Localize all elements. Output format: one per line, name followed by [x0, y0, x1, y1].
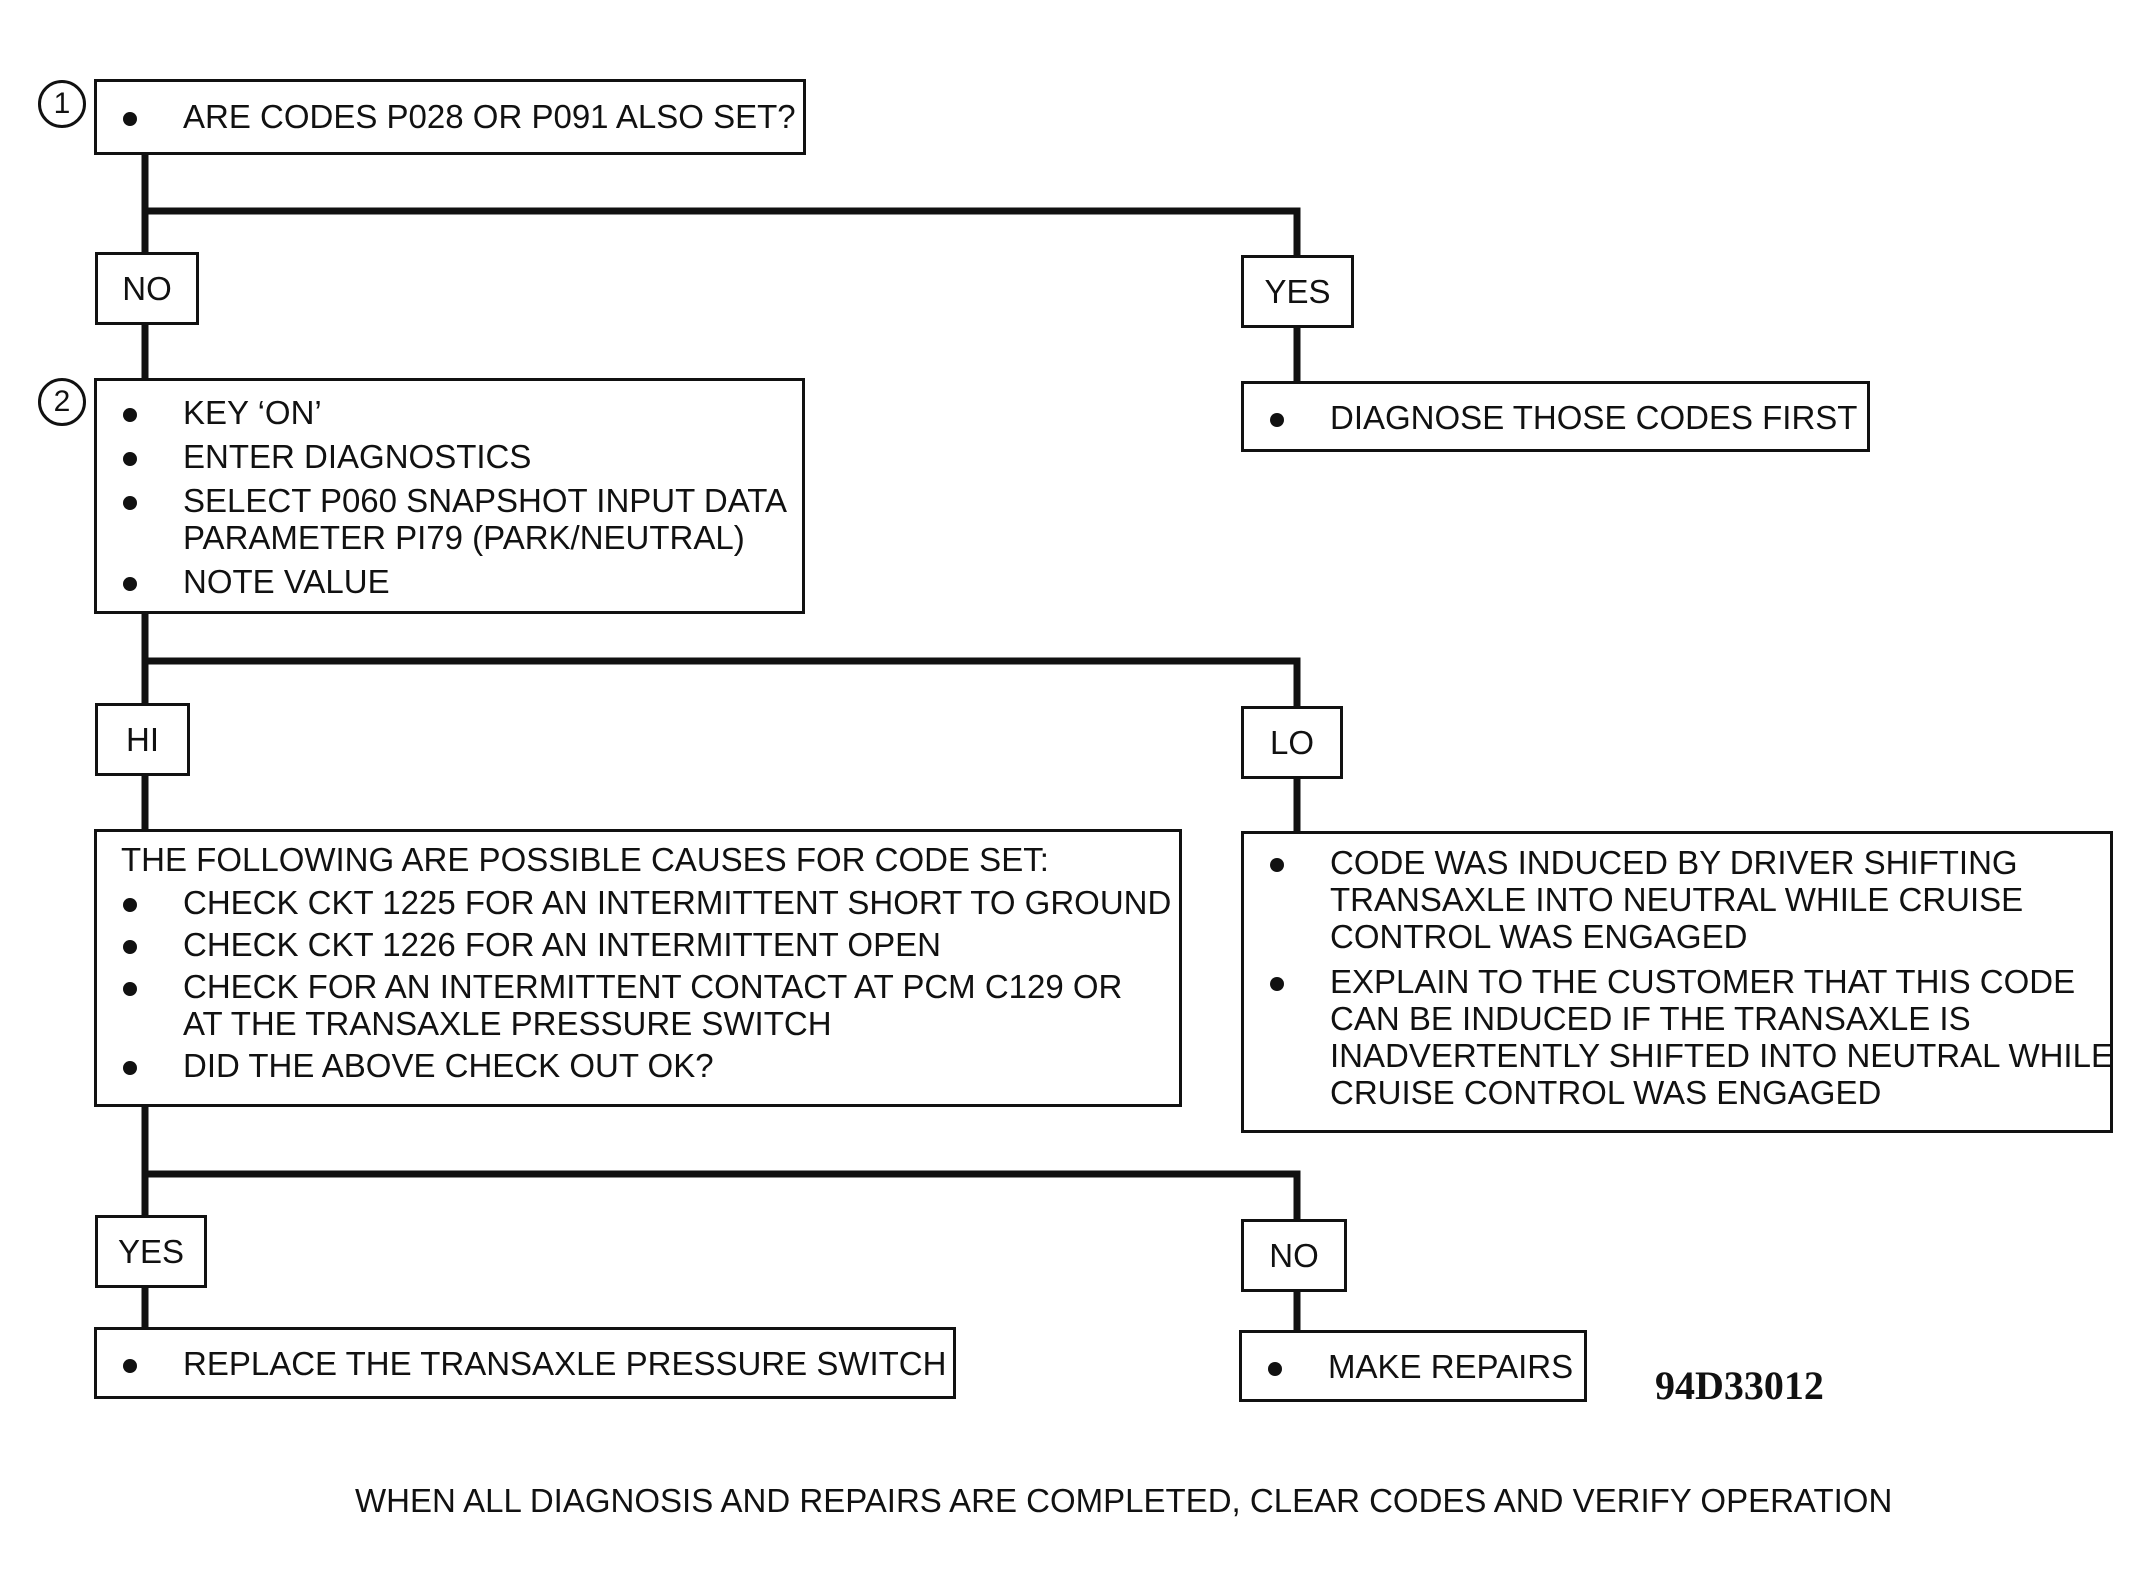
step-2-number: 2	[38, 378, 86, 426]
possible-causes-box: THE FOLLOWING ARE POSSIBLE CAUSES FOR CO…	[94, 829, 1182, 1107]
bullet-icon	[123, 940, 137, 954]
possible-causes-header: THE FOLLOWING ARE POSSIBLE CAUSES FOR CO…	[121, 841, 1049, 878]
diagnose-codes-item: DIAGNOSE THOSE CODES FIRST	[1244, 399, 1867, 436]
step-1-item: ARE CODES P028 OR P091 ALSO SET?	[97, 98, 803, 135]
step-2-item: ENTER DIAGNOSTICS	[97, 438, 802, 475]
make-repairs-item-text: MAKE REPAIRS	[1328, 1348, 1574, 1385]
hi-label: HI	[95, 703, 190, 776]
possible-cause-item: CHECK CKT 1225 FOR AN INTERMITTENT SHORT…	[97, 884, 1179, 921]
possible-cause-item-text: CHECK CKT 1226 FOR AN INTERMITTENT OPEN	[183, 926, 941, 963]
bullet-icon	[123, 452, 137, 466]
bullet-icon	[1270, 413, 1284, 427]
possible-cause-item: CHECK CKT 1226 FOR AN INTERMITTENT OPEN	[97, 926, 1179, 963]
step-2-item-text: KEY ‘ON’	[183, 394, 322, 431]
footer-note: WHEN ALL DIAGNOSIS AND REPAIRS ARE COMPL…	[355, 1482, 1893, 1519]
connector-step2-lo	[141, 657, 1301, 710]
connector-step1-yes	[141, 207, 1301, 259]
replace-switch-item: REPLACE THE TRANSAXLE PRESSURE SWITCH	[97, 1345, 953, 1382]
bullet-icon	[123, 112, 137, 126]
bullet-icon	[123, 1359, 137, 1373]
replace-switch-box: REPLACE THE TRANSAXLE PRESSURE SWITCH	[94, 1327, 956, 1399]
connector-hi-no	[141, 1170, 1301, 1223]
diagnose-codes-item-text: DIAGNOSE THOSE CODES FIRST	[1330, 399, 1858, 436]
bullet-icon	[123, 496, 137, 510]
possible-cause-item: CHECK FOR AN INTERMITTENT CONTACT AT PCM…	[97, 968, 1179, 1042]
step-2-instruction-box: KEY ‘ON’ ENTER DIAGNOSTICS SELECT P060 SNA…	[94, 378, 805, 614]
step-1-item-text: ARE CODES P028 OR P091 ALSO SET?	[183, 98, 796, 135]
step-2-item-text: NOTE VALUE	[183, 563, 390, 600]
lo-label: LO	[1241, 706, 1343, 779]
possible-cause-item-text: CHECK CKT 1225 FOR AN INTERMITTENT SHORT…	[183, 884, 1172, 921]
diagnose-codes-box: DIAGNOSE THOSE CODES FIRST	[1241, 381, 1870, 452]
step-2-item-text: ENTER DIAGNOSTICS	[183, 438, 532, 475]
check-ok-no-label: NO	[1241, 1219, 1347, 1292]
bullet-icon	[1270, 858, 1284, 872]
bullet-icon	[1268, 1362, 1282, 1376]
replace-switch-item-text: REPLACE THE TRANSAXLE PRESSURE SWITCH	[183, 1345, 947, 1382]
step-1-number: 1	[38, 80, 86, 128]
step-2-item: NOTE VALUE	[97, 563, 802, 600]
bullet-icon	[123, 982, 137, 996]
step-1-yes-label: YES	[1241, 255, 1354, 328]
bullet-icon	[123, 898, 137, 912]
bullet-icon	[1270, 977, 1284, 991]
bullet-icon	[123, 408, 137, 422]
step-1-question-box: ARE CODES P028 OR P091 ALSO SET?	[94, 79, 806, 155]
bullet-icon	[123, 577, 137, 591]
bullet-icon	[123, 1061, 137, 1075]
step-1-no-label: NO	[95, 252, 199, 325]
possible-cause-item-text: DID THE ABOVE CHECK OUT OK?	[183, 1047, 714, 1084]
possible-cause-item-text: CHECK FOR AN INTERMITTENT CONTACT AT PCM…	[183, 968, 1123, 1042]
make-repairs-box: MAKE REPAIRS	[1239, 1330, 1587, 1402]
possible-cause-item: DID THE ABOVE CHECK OUT OK?	[97, 1047, 1179, 1084]
make-repairs-item: MAKE REPAIRS	[1242, 1348, 1584, 1385]
check-ok-yes-label: YES	[95, 1215, 207, 1288]
step-2-item: KEY ‘ON’	[97, 394, 802, 431]
figure-id: 94D33012	[1655, 1363, 1824, 1408]
